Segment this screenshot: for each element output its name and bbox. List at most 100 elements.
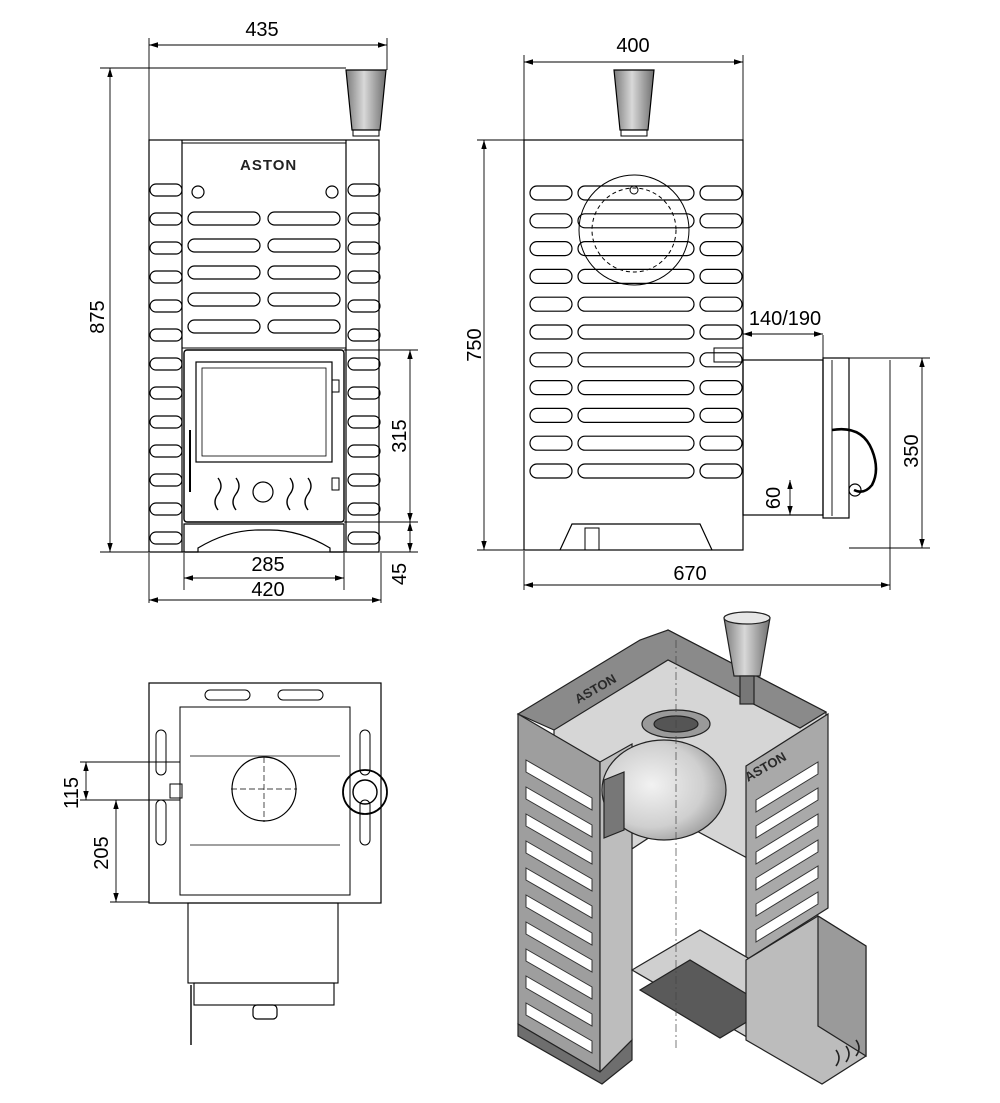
iso-wall-slot — [525, 867, 593, 919]
front-upper-panel — [181, 142, 347, 349]
front-side-slot — [149, 444, 183, 458]
isometric-cutaway-view: ASTON ASTON — [516, 611, 867, 1085]
top-body-outline — [148, 682, 382, 904]
dim-front-height: 875 — [87, 300, 109, 333]
iso-wall-slot — [525, 975, 593, 1027]
front-body-outline — [148, 139, 380, 553]
stack-cup — [345, 69, 387, 131]
side-body-outline — [523, 139, 744, 551]
front-side-slot — [347, 183, 381, 197]
side-slot — [699, 296, 743, 312]
iso-wall-slot — [525, 894, 593, 946]
side-slot — [529, 352, 573, 368]
front-side-slot — [149, 328, 183, 342]
dim-door-height: 315 — [389, 419, 411, 452]
dim-top-offset-1: 115 — [61, 777, 83, 809]
iso-wall-slot — [525, 840, 593, 892]
side-round-opening — [578, 174, 690, 286]
front-side-slot — [347, 241, 381, 255]
front-side-slot — [149, 241, 183, 255]
side-slot — [529, 463, 573, 479]
front-side-slot — [149, 270, 183, 284]
side-slot — [699, 268, 743, 284]
side-fitting — [342, 769, 388, 815]
side-slot — [577, 380, 695, 396]
iso-wall-slot — [525, 948, 593, 1000]
side-slot — [529, 435, 573, 451]
side-slot — [577, 352, 695, 368]
dimension-arrows — [83, 42, 925, 902]
side-slot — [577, 435, 695, 451]
dim-base-width: 420 — [251, 579, 284, 601]
front-side-slot — [347, 357, 381, 371]
side-slot — [529, 407, 573, 423]
front-panel-slot — [267, 292, 341, 307]
dim-door-width: 285 — [251, 554, 284, 576]
front-side-slot — [149, 415, 183, 429]
dim-tank-depth: 140/190 — [749, 308, 821, 330]
iso-wall-slot — [755, 865, 819, 917]
side-slot — [699, 352, 743, 368]
side-slot — [699, 324, 743, 340]
front-side-slot — [149, 502, 183, 516]
dim-front-width: 435 — [245, 19, 278, 41]
front-panel-slot — [187, 211, 261, 226]
front-panel-slot — [267, 319, 341, 334]
front-view: ASTON — [148, 69, 387, 553]
side-slot — [577, 241, 695, 257]
iso-wall-slot — [755, 839, 819, 891]
front-side-slot — [347, 328, 381, 342]
side-slot — [577, 296, 695, 312]
front-side-slot — [347, 212, 381, 226]
dim-top-offset-2: 205 — [91, 836, 113, 869]
front-side-slot — [149, 386, 183, 400]
iso-wall-slot — [525, 813, 593, 865]
front-side-slot — [347, 502, 381, 516]
dim-side-height: 750 — [464, 328, 486, 361]
top-view — [148, 682, 388, 1045]
iso-wall-slot — [525, 786, 593, 838]
side-slot — [577, 407, 695, 423]
front-side-slot — [149, 531, 183, 545]
side-slot — [699, 241, 743, 257]
side-slot — [699, 463, 743, 479]
side-slot — [699, 185, 743, 201]
side-slot — [529, 241, 573, 257]
front-panel-slot — [267, 211, 341, 226]
front-panel-hole — [191, 185, 205, 199]
front-side-slot — [149, 183, 183, 197]
side-slot — [529, 324, 573, 340]
dim-base-height: 45 — [389, 563, 411, 585]
front-side-slot — [149, 357, 183, 371]
iso-wall-slot — [525, 921, 593, 973]
side-stack-cup — [613, 69, 655, 131]
side-slot — [699, 380, 743, 396]
front-side-slot — [347, 299, 381, 313]
front-panel-slot — [267, 238, 341, 253]
dim-tank-height: 350 — [901, 434, 923, 467]
front-panel-slot — [187, 292, 261, 307]
iso-wall-slot — [525, 1002, 593, 1054]
side-slot — [529, 296, 573, 312]
side-slot — [529, 213, 573, 229]
firebox-door — [183, 349, 345, 523]
iso-drum — [601, 739, 727, 841]
side-view — [523, 69, 878, 551]
dim-side-width: 400 — [616, 35, 649, 57]
front-side-slot — [347, 531, 381, 545]
iso-wall-slot — [755, 891, 819, 943]
front-side-slot — [347, 386, 381, 400]
front-side-slot — [149, 299, 183, 313]
side-slot — [529, 268, 573, 284]
side-slot — [577, 463, 695, 479]
front-panel-slot — [187, 319, 261, 334]
front-side-slot — [347, 270, 381, 284]
top-tank — [187, 902, 339, 984]
iso-wall-slot — [525, 759, 593, 811]
side-base-cutout — [559, 523, 713, 551]
side-slot — [699, 213, 743, 229]
side-slot — [529, 380, 573, 396]
dimension-labels: 435 875 315 285 420 45 400 750 140/190 3… — [61, 19, 923, 870]
front-side-slot — [347, 444, 381, 458]
